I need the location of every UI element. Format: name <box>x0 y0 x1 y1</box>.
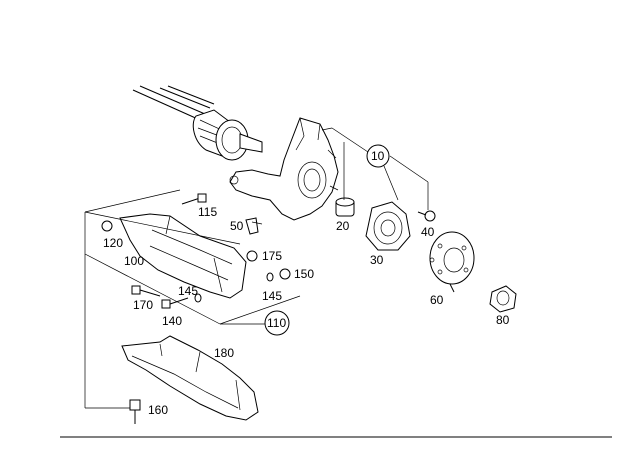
circle-10 <box>366 144 390 168</box>
label-170: 170 <box>133 298 153 312</box>
label-115: 115 <box>198 205 217 219</box>
wheel-carrier <box>229 117 339 221</box>
group-10-lines <box>321 127 429 210</box>
trailing-arm-100 <box>119 213 247 299</box>
label-60: 60 <box>430 293 444 307</box>
label-20: 20 <box>336 219 350 233</box>
nut-150 <box>279 268 291 280</box>
label-160: 160 <box>148 403 168 417</box>
wheel-bearing-30 <box>365 201 411 251</box>
label-50: 50 <box>230 219 244 233</box>
washer-145a <box>194 293 202 303</box>
wheel-hub-60 <box>429 231 475 293</box>
nut-120 <box>101 220 113 232</box>
bolt-170 <box>131 285 161 297</box>
bolt-140 <box>161 297 189 309</box>
label-120: 120 <box>103 236 123 250</box>
collar-nut-80 <box>489 285 517 313</box>
group-lines <box>84 189 301 409</box>
label-30: 30 <box>370 253 384 267</box>
circle-110 <box>264 310 290 336</box>
bolt-40 <box>417 210 436 222</box>
label-150: 150 <box>294 267 314 281</box>
bolt-115 <box>181 193 207 205</box>
label-10: 10 <box>371 149 385 163</box>
drive-shaft <box>132 85 263 161</box>
washer-145b <box>266 272 274 282</box>
washer-175 <box>246 250 258 262</box>
label-40: 40 <box>421 225 435 239</box>
bolt-160 <box>129 399 141 424</box>
label-100: 100 <box>124 254 144 268</box>
label-140: 140 <box>162 314 182 328</box>
label-145a: 145 <box>178 284 198 298</box>
cover-180 <box>121 335 259 421</box>
label-110: 110 <box>267 316 286 330</box>
bushing-20 <box>335 197 355 217</box>
label-145b: 145 <box>262 289 282 303</box>
label-175: 175 <box>262 249 282 263</box>
label-180: 180 <box>214 346 234 360</box>
clip-50 <box>245 217 263 235</box>
label-80: 80 <box>496 313 510 327</box>
